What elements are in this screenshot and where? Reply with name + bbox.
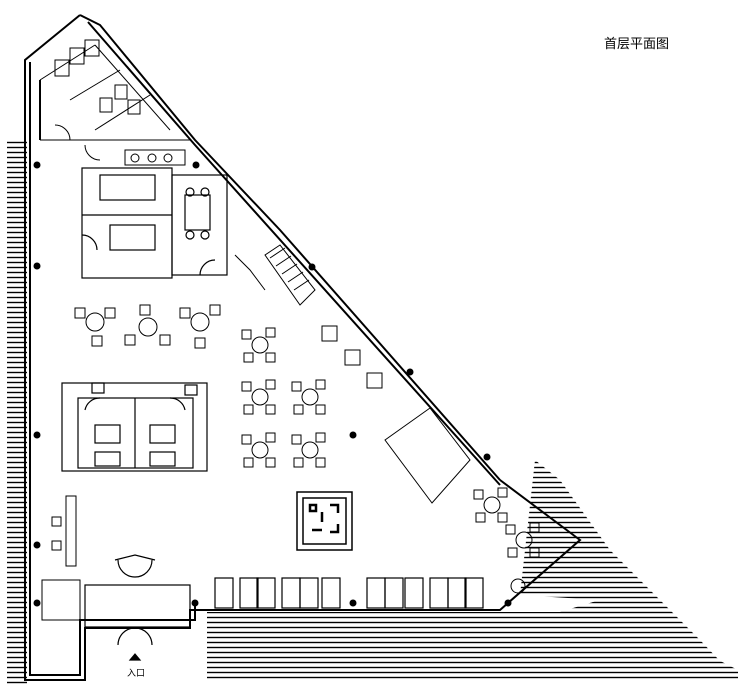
- display-cubes: [321, 325, 471, 504]
- columns: [33, 161, 512, 607]
- drawing-title: 首层平面图: [604, 37, 670, 52]
- left-hatch-strip: [7, 140, 27, 685]
- sculpture-plinth: [296, 491, 353, 551]
- display-frames: [214, 577, 484, 609]
- left-furniture: [41, 495, 81, 621]
- entrance-label: 入口: [127, 669, 146, 679]
- right-hatch-triangle: [520, 460, 738, 680]
- restrooms: [39, 39, 190, 166]
- entry-vestibule: [84, 554, 191, 661]
- central-room: [61, 382, 208, 472]
- exterior-walls: [24, 14, 582, 681]
- office-block: [81, 167, 228, 279]
- stair: [234, 244, 316, 306]
- round-tables: [74, 304, 540, 594]
